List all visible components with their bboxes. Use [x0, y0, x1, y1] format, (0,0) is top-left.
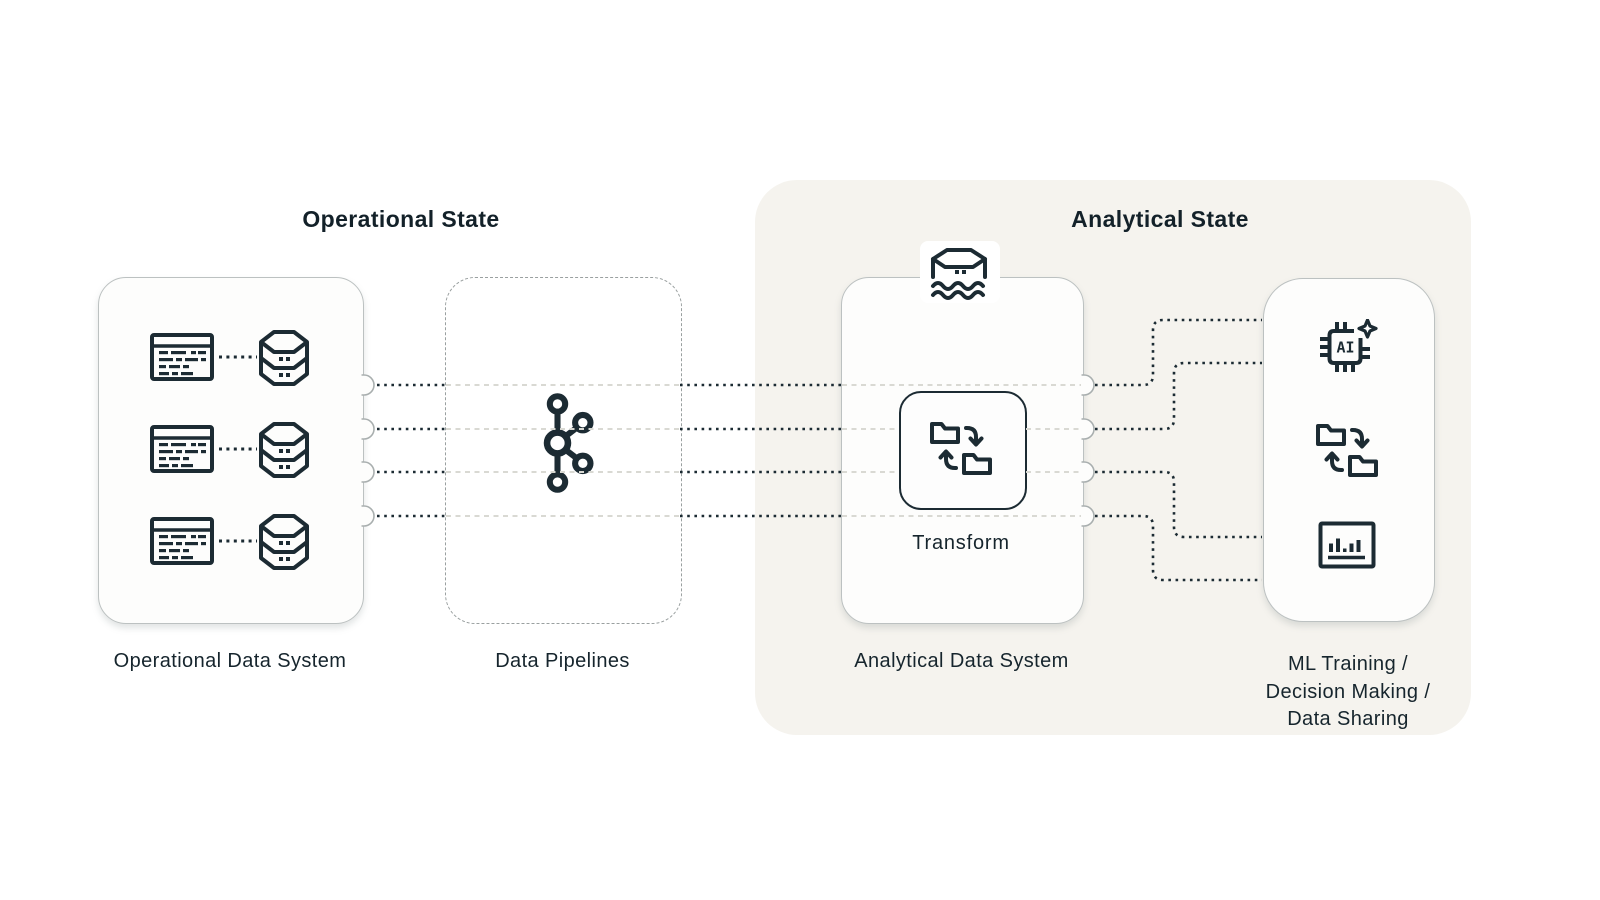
table-icon: [150, 425, 214, 473]
operational-data-system-box: [98, 277, 364, 624]
database-icon: [258, 421, 310, 479]
analytical-data-system-label: Analytical Data System: [854, 650, 1069, 672]
table-icon: [150, 517, 214, 565]
folder-sync-icon: [929, 417, 993, 479]
kafka-icon: [530, 391, 596, 495]
data-lake-icon: [930, 248, 988, 300]
ml-label: ML Training / Decision Making / Data Sha…: [1228, 651, 1468, 734]
analytical-state-title: Analytical State: [1071, 206, 1249, 232]
data-pipelines-label: Data Pipelines: [495, 650, 630, 672]
database-icon: [258, 513, 310, 571]
ai-chip-text: AI: [1336, 339, 1354, 357]
transform-box: [899, 391, 1027, 510]
bar-chart-icon: [1318, 521, 1376, 569]
operational-data-system-label: Operational Data System: [113, 650, 347, 672]
ml-label-line-1: ML Training /: [1287, 653, 1409, 675]
ml-label-line-3: Data Sharing: [1287, 708, 1409, 730]
ai-chip-icon: AI: [1316, 319, 1378, 377]
transform-label: Transform: [912, 532, 1010, 554]
table-icon: [150, 333, 214, 381]
data-pipelines-box: [445, 277, 682, 624]
database-icon: [258, 329, 310, 387]
ml-label-line-2: Decision Making /: [1265, 680, 1431, 703]
operational-state-title: Operational State: [302, 206, 500, 232]
folder-sync-icon: [1315, 419, 1379, 481]
